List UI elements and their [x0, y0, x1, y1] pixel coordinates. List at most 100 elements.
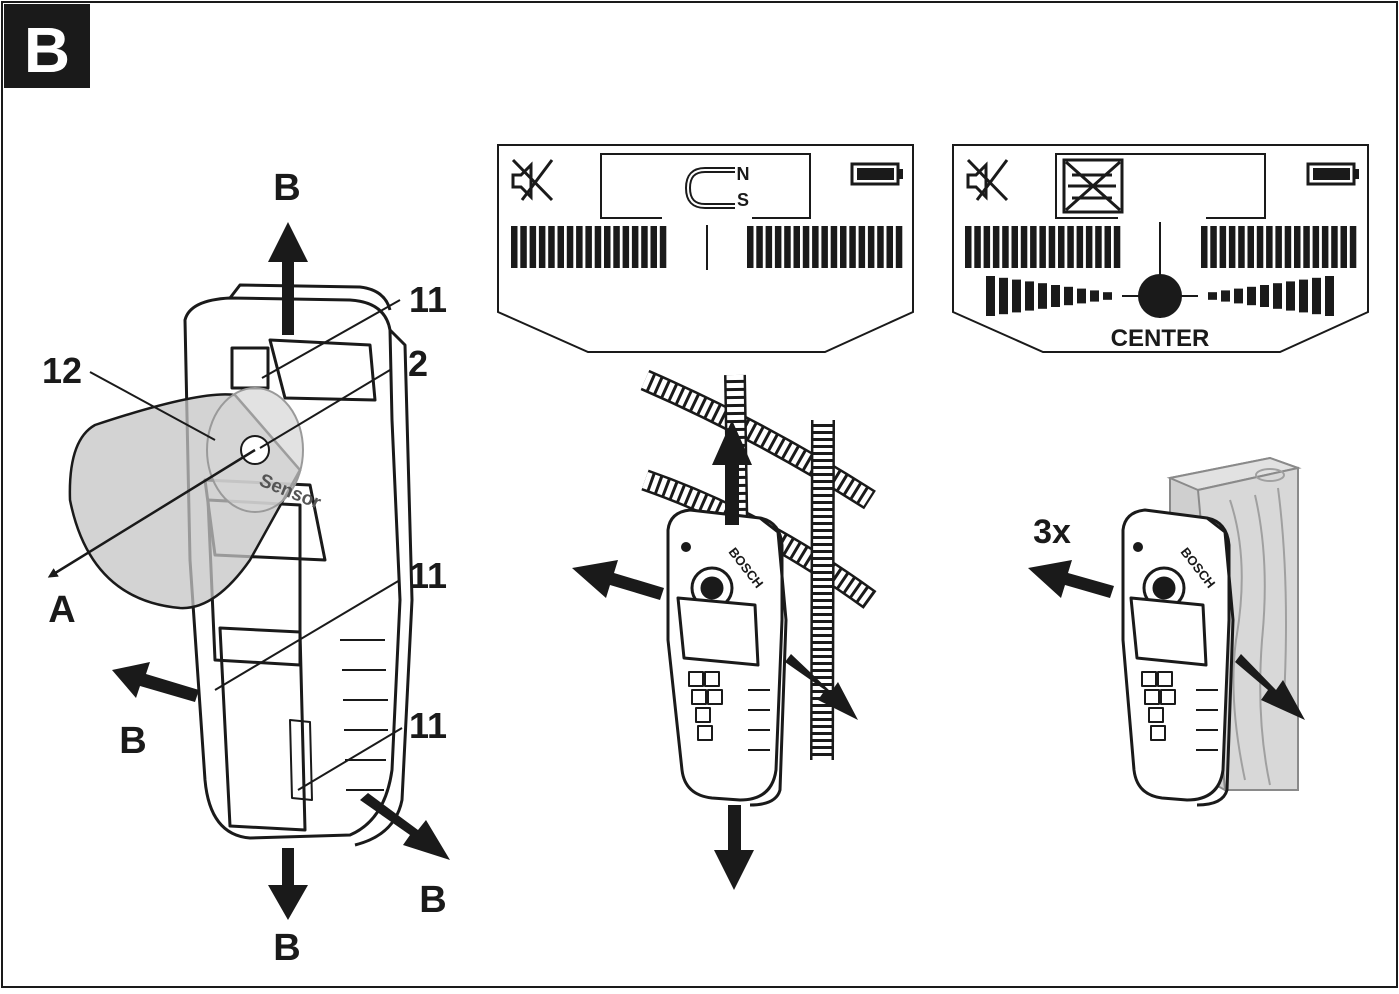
taper-segment: [1038, 283, 1047, 309]
signal-segment: [659, 226, 667, 268]
center-dot: [1138, 274, 1182, 318]
signal-segment: [830, 226, 838, 268]
arrow-right: [1235, 654, 1305, 720]
device-metal-scan: [666, 508, 788, 807]
signal-bars-left: [511, 226, 667, 268]
signal-segment: [877, 226, 884, 268]
signal-segment: [1113, 226, 1121, 268]
callout-2: 2: [408, 343, 428, 384]
signal-segment: [566, 226, 574, 268]
taper-segment: [1012, 279, 1021, 313]
signal-segment: [774, 226, 782, 268]
dir-label-left: B: [119, 720, 146, 762]
signal-segment: [1256, 226, 1264, 268]
signal-bars-right: [747, 226, 903, 268]
arrow-down: [268, 848, 308, 920]
display-metal: N S: [497, 144, 914, 353]
taper-segment: [1299, 279, 1308, 313]
taper-segment: [1064, 286, 1073, 306]
signal-segment: [992, 226, 1000, 268]
signal-segment: [1266, 226, 1273, 268]
signal-segment: [1331, 226, 1338, 268]
signal-segment: [793, 226, 800, 268]
signal-segment: [867, 226, 875, 268]
arrow-right: [360, 793, 450, 860]
signal-segment: [1303, 226, 1310, 268]
signal-segment: [765, 226, 773, 268]
signal-segment: [1002, 226, 1009, 268]
signal-segment: [1095, 226, 1102, 268]
display-center: CENTER: [952, 144, 1369, 353]
signal-segment: [1039, 226, 1046, 268]
wood-crossed-icon: [1062, 158, 1124, 214]
signal-segment: [520, 226, 527, 268]
signal-segment: [1219, 226, 1227, 268]
taper-segment: [1103, 292, 1112, 300]
center-taper-right: [1208, 276, 1334, 316]
signal-segment: [622, 226, 630, 268]
signal-segment: [1247, 226, 1254, 268]
taper-segment: [1208, 292, 1217, 300]
signal-segment: [1201, 226, 1208, 268]
signal-segment: [1020, 226, 1028, 268]
signal-segment: [511, 226, 518, 268]
signal-segment: [747, 226, 754, 268]
signal-segment: [529, 226, 537, 268]
signal-segment: [849, 226, 856, 268]
taper-segment: [1286, 281, 1295, 311]
signal-segment: [840, 226, 847, 268]
signal-segment: [812, 226, 819, 268]
direction-arrows-left: [112, 222, 450, 920]
signal-segment: [1067, 226, 1074, 268]
taper-segment: [1025, 281, 1034, 311]
taper-segment: [1221, 290, 1230, 302]
signal-segment: [974, 226, 981, 268]
signal-segment: [1238, 226, 1245, 268]
figure-letter-badge: B: [4, 4, 90, 88]
repeat-label: 3x: [1033, 513, 1071, 551]
dir-label-down: B: [273, 927, 300, 969]
taper-segment: [1273, 283, 1282, 309]
taper-segment: [1234, 288, 1243, 304]
signal-segment: [756, 226, 763, 268]
signal-segment: [585, 226, 592, 268]
magnet-n: N: [737, 164, 750, 184]
signal-segment: [1076, 226, 1084, 268]
axis-a-arrow: [47, 448, 256, 578]
signal-segment: [1284, 226, 1292, 268]
signal-segment: [557, 226, 564, 268]
signal-segment: [604, 226, 611, 268]
signal-segment: [650, 226, 657, 268]
signal-segment: [1085, 226, 1093, 268]
device-wood-scan: [1121, 508, 1235, 807]
arrow-up: [268, 222, 308, 335]
arrow-left: [1028, 560, 1114, 598]
arrow-down: [714, 805, 754, 890]
signal-segment: [784, 226, 791, 268]
signal-segment: [1321, 226, 1329, 268]
arrow-left: [112, 662, 199, 702]
magnet-icon: [684, 167, 735, 209]
signal-segment: [802, 226, 810, 268]
scan-arrows-wood: [1028, 560, 1305, 720]
magnet-s: S: [737, 190, 749, 210]
battery-icon: [1306, 162, 1359, 186]
callout-lines: [89, 299, 403, 791]
figure-letter: B: [24, 14, 70, 86]
signal-bars-left: [965, 226, 1121, 268]
taper-segment: [1312, 277, 1321, 315]
signal-segment: [858, 226, 866, 268]
signal-segment: [1275, 226, 1282, 268]
signal-bars-right: [1201, 226, 1357, 268]
signal-segment: [1011, 226, 1018, 268]
taper-segment: [1077, 288, 1086, 304]
signal-segment: [1048, 226, 1056, 268]
taper-segment: [999, 277, 1008, 315]
signal-segment: [965, 226, 972, 268]
signal-segment: [895, 226, 903, 268]
mute-icon: [511, 158, 554, 202]
signal-segment: [1104, 226, 1111, 268]
taper-segment: [1090, 290, 1099, 302]
